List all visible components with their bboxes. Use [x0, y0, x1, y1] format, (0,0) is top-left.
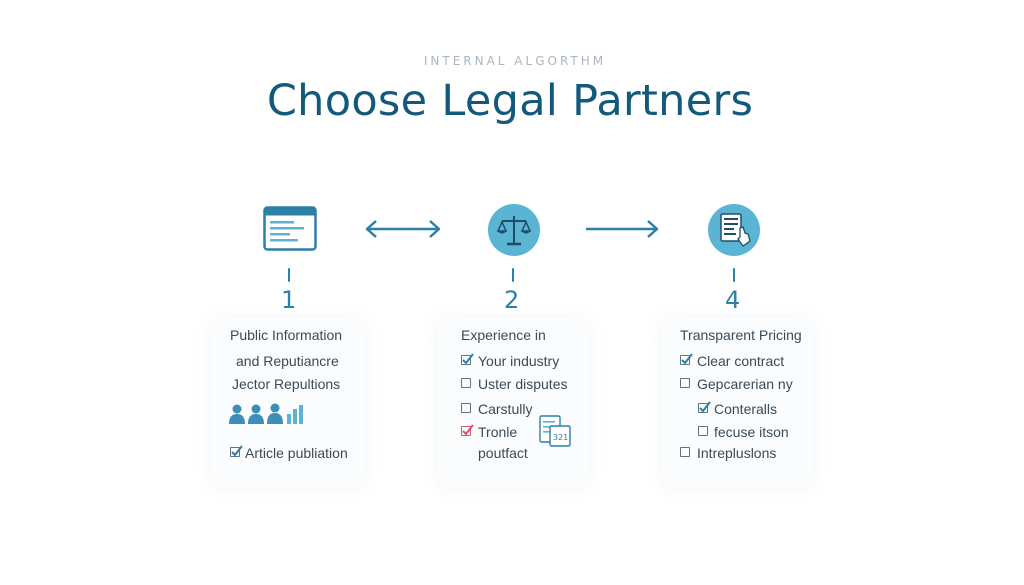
step-1-line-2: and Reputiancre	[236, 353, 339, 369]
your-industry-checkbox[interactable]	[461, 353, 474, 365]
intrepluslons-label: Intrepluslons	[697, 445, 777, 461]
conteralls-checkbox[interactable]	[698, 401, 711, 413]
step-4-card	[662, 318, 812, 488]
fecuse-itson-label: fecuse itson	[714, 424, 789, 440]
document-321-icon: 321	[538, 414, 572, 448]
document-hand-icon	[707, 203, 761, 257]
step-2-heading: Experience in	[461, 327, 546, 343]
step-4-tick	[733, 268, 735, 282]
step-1-card	[212, 318, 364, 488]
gepcarerian-checkbox[interactable]	[680, 378, 690, 388]
scales-of-justice-icon	[487, 203, 541, 257]
page-title: Choose Legal Partners	[266, 76, 754, 126]
step-4-heading: Transparent Pricing	[680, 327, 802, 343]
carstully-label: Carstully	[478, 401, 533, 417]
step-1-line-1: Public Information	[230, 327, 343, 343]
carstully-checkbox[interactable]	[461, 403, 471, 413]
clear-contract-label: Clear contract	[697, 353, 785, 369]
step-1-tick	[288, 268, 290, 282]
eyebrow-label: INTERNAL ALGORTHM	[423, 54, 607, 68]
your-industry-label: Your industry	[478, 353, 560, 369]
article-publiation-checkbox[interactable]	[230, 445, 243, 457]
bidirectional-arrow-icon	[364, 218, 442, 240]
tronle-checkbox[interactable]	[461, 424, 474, 436]
uster-disputes-label: Uster disputes	[478, 376, 568, 392]
right-arrow-icon	[584, 218, 660, 240]
intrepluslons-checkbox[interactable]	[680, 447, 690, 457]
fecuse-itson-checkbox[interactable]	[698, 426, 708, 436]
people-bar-chart-icon	[229, 402, 309, 426]
step-2-tick	[512, 268, 514, 282]
uster-disputes-checkbox[interactable]	[461, 378, 471, 388]
gepcarerian-label: Gepcarerian ny	[697, 376, 793, 392]
article-publiation-label: Article publiation	[245, 445, 348, 461]
browser-window-icon	[263, 206, 317, 252]
tronle-label: Tronle	[478, 424, 518, 440]
document-321-text: 321	[553, 433, 568, 442]
step-number-1: 1	[281, 286, 297, 314]
step-number-2: 2	[504, 286, 520, 314]
step-1-line-3: Jector Repultions	[232, 376, 341, 392]
clear-contract-checkbox[interactable]	[680, 353, 693, 365]
poutfact-label: poutfact	[478, 445, 528, 461]
conteralls-label: Conteralls	[714, 401, 778, 417]
step-number-4: 4	[725, 286, 741, 314]
